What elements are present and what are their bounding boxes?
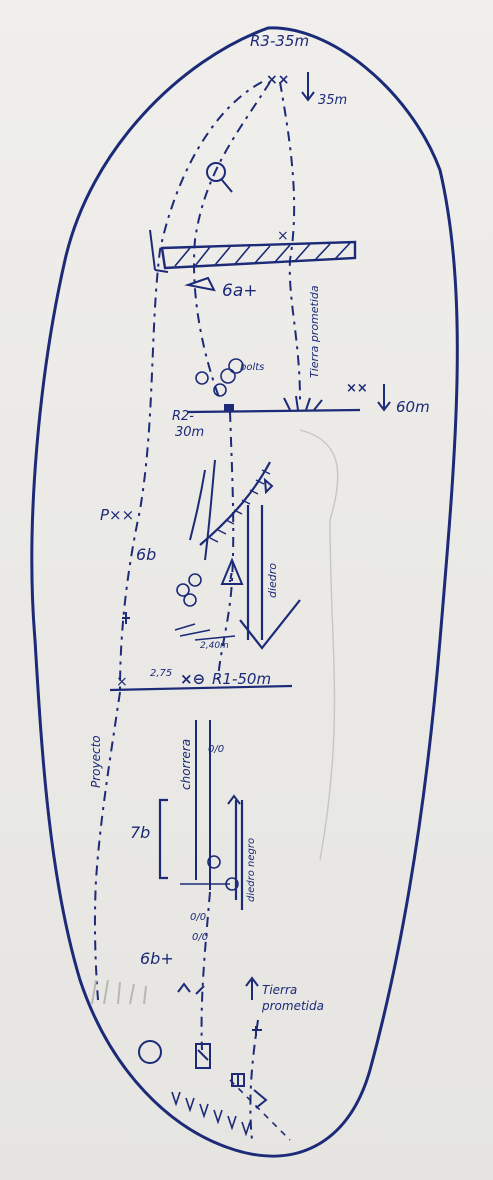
- r2-ledge: [188, 410, 360, 412]
- dihedral-label: diedro: [266, 563, 279, 598]
- chorrera-label: chorrera: [179, 739, 193, 790]
- right-rappel-label: 60m: [396, 398, 430, 416]
- route-line-center: [194, 82, 270, 400]
- r1-left-bolt: ×: [116, 674, 128, 690]
- dihedral-walls: [248, 505, 262, 640]
- bolt-note-label: bolts: [240, 362, 264, 373]
- proyecto-label: Proyecto: [89, 735, 103, 788]
- r1-prefix-label: 2,75: [150, 668, 172, 679]
- roof-band: [162, 242, 355, 268]
- left-grade-label: 6b: [136, 545, 156, 564]
- dihedral-top-icon: [228, 796, 240, 804]
- bolt-pair-label: 0/0: [190, 912, 206, 923]
- bolt-icon: [189, 574, 201, 586]
- r2-label-line1: R2-: [172, 409, 194, 424]
- right-rappel-arrow: [378, 384, 390, 410]
- tierra-route-line: [250, 1020, 258, 1140]
- belay-ring-tail: [222, 180, 232, 192]
- tierra-prometida-lower-line2: prometida: [261, 999, 324, 1013]
- bolt-pair-label: 0/0: [192, 932, 208, 943]
- tierra-prometida-upper-label: Tierra prometida: [308, 285, 321, 378]
- roof-block-icon: [188, 278, 214, 290]
- lower-bracket: [160, 800, 168, 878]
- tierra-bolt-icon: [252, 1026, 262, 1036]
- approach-trail: [230, 1080, 290, 1140]
- top-anchor-label: R3-35m: [250, 32, 309, 50]
- lower-grade-label: 7b: [130, 823, 150, 842]
- top-rappel-arrow: [302, 72, 314, 100]
- route-line-middle: [218, 412, 233, 680]
- r1-label: R1-50m: [212, 670, 271, 688]
- start-ring-icon: [139, 1041, 161, 1063]
- crack-line: [190, 470, 205, 540]
- lower-dihedral-walls: [236, 800, 242, 910]
- base-vegetation: [172, 1092, 250, 1134]
- roof-bolt-mark: ×: [277, 228, 289, 244]
- ledge-grass: [284, 396, 322, 410]
- tierra-arrow: [246, 978, 258, 1000]
- bolt-icon: [196, 372, 208, 384]
- crack-ticks: [175, 624, 235, 640]
- right-anchor-mark: ××: [346, 381, 368, 396]
- bolt-icon: [221, 369, 235, 383]
- warning-exclamation: !: [228, 571, 233, 585]
- tierra-prometida-lower-line1: Tierra: [262, 983, 297, 997]
- bolt-pair-label: 0/0: [208, 744, 224, 755]
- r2-label-line2: 30m: [175, 425, 204, 440]
- flake-bolt-icon: [265, 480, 272, 492]
- r2-anchor-icon: [224, 404, 234, 412]
- top-rappel-label: 35m: [318, 93, 347, 108]
- r1-anchor-mark: ×⊖: [180, 670, 205, 688]
- pencil-vegetation: [92, 980, 146, 1004]
- roof-grade-label: 6a+: [222, 281, 257, 301]
- crack-note: 2,40m: [200, 641, 229, 651]
- left-p-mark: P××: [100, 506, 134, 524]
- bolt-icon: [184, 594, 196, 606]
- pencil-guideline: [300, 430, 338, 860]
- top-anchor-mark: ××: [266, 72, 289, 88]
- route-line-left: [120, 82, 262, 690]
- dihedral-lower-label: diedro negro: [246, 838, 257, 902]
- crack-line: [205, 460, 215, 560]
- start-block-icon: [196, 1044, 210, 1068]
- bottom-grade-label: 6b+: [140, 949, 174, 968]
- bottom-bolt-icon: [178, 984, 204, 994]
